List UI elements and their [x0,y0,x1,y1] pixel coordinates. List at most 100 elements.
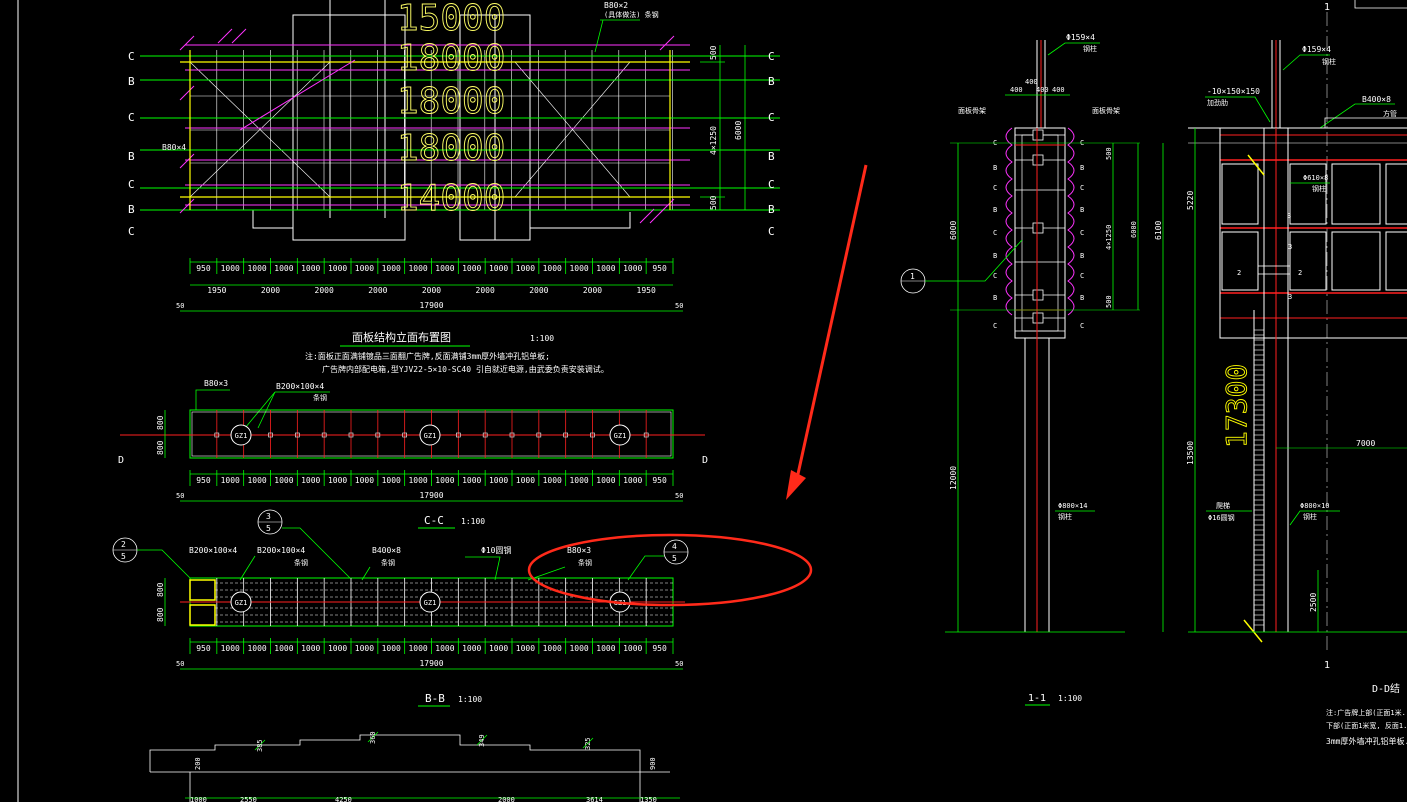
plan-row-label: B [128,75,135,88]
s11-letter-right: B [1080,252,1084,260]
cc-column-label: GZ1 [424,432,437,440]
annotation-arrow-shaft [794,164,868,484]
s11-top-dim-3: 400 [1036,86,1049,94]
dd-dim-3: 13500 [1186,441,1195,465]
s11-top-dim-4: 400 [1052,86,1065,94]
plan-right-dim-4: 500 [709,195,718,210]
s11-letter-left: B [993,294,997,302]
bb-label-5-sub: 条钢 [578,558,592,567]
bb-cell-dim: 1000 [408,644,427,653]
cc-cell-dim: 1000 [543,476,562,485]
bb-scale: 1:100 [458,695,482,704]
dd-rod-sub: 钢柱 [1312,184,1326,193]
cc-cell-dim: 1000 [274,476,293,485]
plan-row-label: C [128,111,135,124]
plan-big-number: 18000 [397,128,505,169]
bb-label-5: B80×3 [567,546,591,555]
dd-pipe-sub: 钢柱 [1322,57,1336,66]
bb-title: B-B [425,692,445,705]
dd-column: Φ800×10 [1300,502,1330,510]
plan-cell-dim: 1000 [408,264,427,273]
s11-dim-4: 500 [1105,295,1113,308]
cc-column-label: GZ1 [235,432,248,440]
bb-label-4: Φ10圆钢 [481,545,511,555]
plan-cell-dim: 950 [196,264,211,273]
bb-cell-dim: 1000 [623,644,642,653]
cc-cell-dim: 1000 [435,476,454,485]
bottom-base-6: 1350 [640,796,657,802]
cc-label-a: B80×3 [204,379,228,388]
plan-group-dim: 2000 [529,286,548,295]
bottom-base-5: 3614 [586,796,603,802]
bb-callout-right-bottom: 5 [672,554,677,563]
s11-pipe-sub: 钢柱 [1083,44,1097,53]
s11-dim-1: 500 [1105,147,1113,160]
plan-cell-dim: 1000 [328,264,347,273]
s11-dim-2: 4×1250 [1105,225,1113,250]
cc-end-dim: 50 [675,492,683,500]
cc-column-label: GZ1 [614,432,627,440]
cc-section-mark-right: D [702,455,708,466]
dd-plate: -10×150×150 [1207,87,1260,96]
bb-total-dim: 17900 [419,659,443,668]
bb-end-dim: 50 [176,660,184,668]
dd-column-sub: 钢柱 [1303,512,1317,521]
s11-letter-right: C [1080,272,1084,280]
plan-right-dim-2: 4×1250 [709,126,718,155]
s11-column-sub: 钢柱 [1058,512,1072,521]
bb-callout-mid: 3 [266,512,271,521]
s11-letter-left: B [993,206,997,214]
bb-cell-dim: 950 [652,644,667,653]
plan-cell-dim: 1000 [221,264,240,273]
cc-label-b: B200×100×4 [276,382,324,391]
plan-grid [189,50,673,210]
bottom-dim-2: 360 [369,731,377,744]
bb-cell-dim: 1000 [247,644,266,653]
bb-cell-dim: 1000 [543,644,562,653]
bottom-partial-view: 385 360 349 325 200 900 1000 2550 4250 2… [149,731,680,802]
bb-cell-dim: 1000 [462,644,481,653]
cc-cell-dim: 1000 [516,476,535,485]
cc-side-dim-2: 800 [156,440,165,455]
s11-callout: 1 [910,272,915,281]
bb-callout-mid-sub: 5 [266,524,271,533]
plan-cell-dim: 1000 [623,264,642,273]
dd-note-2: 下部(正面1米宽, 反面1... [1326,721,1407,730]
bottom-base-2: 2550 [240,796,257,802]
plan-row-label: C [128,178,135,191]
plan-right-label: B [768,203,775,216]
bb-cell-dim: 1000 [489,644,508,653]
plan-right-label: C [768,178,775,191]
plan-cell-dim: 1000 [382,264,401,273]
cc-cell-dim: 1000 [301,476,320,485]
bb-cell-dim: 1000 [301,644,320,653]
cc-cell-dim: 1000 [462,476,481,485]
cc-end-dim: 50 [176,492,184,500]
plan-cell-dim: 1000 [355,264,374,273]
plan-cell-dim: 1000 [462,264,481,273]
bb-cell-dim: 1000 [355,644,374,653]
plan-group-dim: 2000 [422,286,441,295]
plan-cell-dim: 1000 [247,264,266,273]
plan-big-number: 18000 [397,38,505,79]
dd-dim-2: 6100 [1154,221,1163,240]
s11-letter-right: B [1080,206,1084,214]
dd-num-5: 2 [1298,269,1302,277]
bottom-side-1: 200 [194,757,202,770]
dd-ladder: 爬梯 [1216,501,1230,510]
s11-pipe: Φ159×4 [1066,33,1095,42]
s11-top-dim-1: 400 [1025,78,1038,86]
plan-cell-dim: 1000 [543,264,562,273]
plan-cell-dim: 950 [652,264,667,273]
annotation-ellipse [527,533,813,607]
bb-label-2-sub: 条钢 [294,558,308,567]
bb-cell-dim: 1000 [328,644,347,653]
plan-note-1: 注:面板正面满铺镀品三面翻广告牌,反面满铺3mm厚外墙冲孔铝单板; [305,351,550,361]
section-bb: 2 5 3 5 4 5 B200×100×4 B200×100×4 条钢 B40… [112,509,689,707]
plan-right-dim-1: 500 [709,45,718,60]
s11-column: Φ800×14 [1058,502,1088,510]
cc-cell-dim: 1000 [489,476,508,485]
bb-column-label: GZ1 [424,599,437,607]
